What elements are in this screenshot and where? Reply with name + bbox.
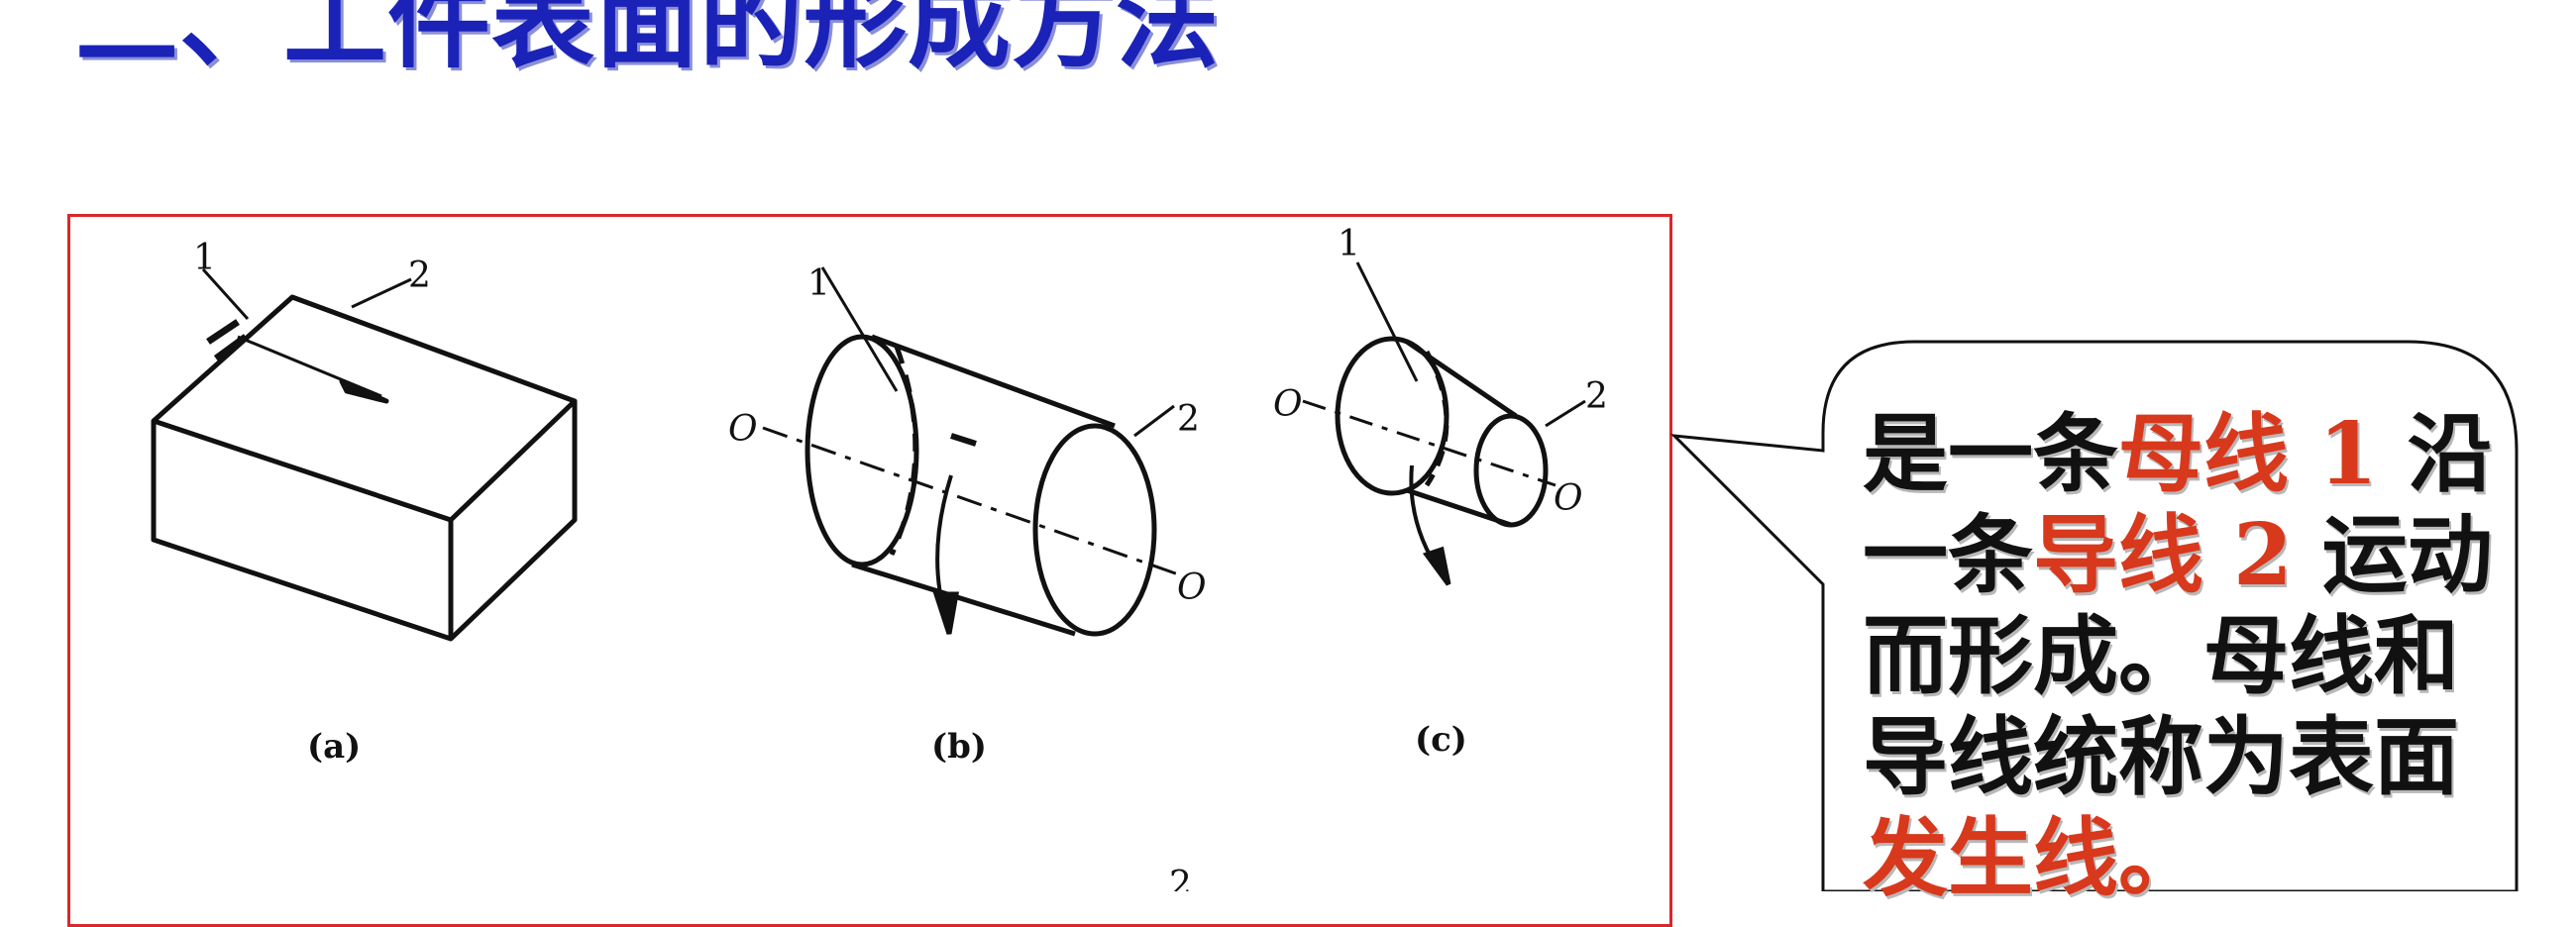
callout-highlight-generating-line: 发生线。 (1863, 808, 2203, 908)
callout-bubble (1669, 340, 2519, 891)
panel-b-drawing (762, 266, 1185, 637)
panel-c-caption: (c) (1415, 720, 1467, 760)
figure-illustration: 1 2 (a) O O 1 2 (b) O O 1 2 (c) 2 (151, 224, 2519, 891)
panel-a-caption: (a) (307, 727, 361, 767)
callout-highlight-directrix: 导线 2 (2033, 505, 2293, 605)
slide-title: 二、工件表面的形成方法 (75, 0, 1221, 82)
callout-segment: 运动而形成。母线和导线统称为表面 (1863, 505, 2493, 807)
panel-c-axis-label-left: O (1273, 384, 1303, 425)
panel-c-label-2: 2 (1585, 376, 1608, 417)
panel-b-label-1: 1 (807, 263, 830, 304)
panel-c-label-1: 1 (1338, 224, 1360, 264)
partial-label: 2 (1169, 865, 1192, 891)
panel-b-axis-label-left: O (728, 409, 758, 450)
callout-segment: 沿一条 (1863, 404, 2493, 605)
panel-a-drawing (151, 267, 578, 642)
callout-segment: 是一条 (1863, 404, 2118, 504)
panel-c-axis-label-right: O (1554, 478, 1583, 519)
callout-text: 是一条母线 1 沿一条导线 2 运动而形成。母线和导线统称为表面发生线。 (1863, 404, 2497, 909)
panel-a-label-1: 1 (193, 238, 216, 278)
panel-b-label-2: 2 (1177, 399, 1200, 440)
panel-b-caption: (b) (931, 727, 987, 767)
panel-a-label-2: 2 (408, 256, 431, 296)
panel-c-drawing (1302, 261, 1586, 586)
callout-highlight-generatrix: 母线 1 (2118, 404, 2378, 504)
panel-b-axis-label-right: O (1177, 567, 1207, 608)
